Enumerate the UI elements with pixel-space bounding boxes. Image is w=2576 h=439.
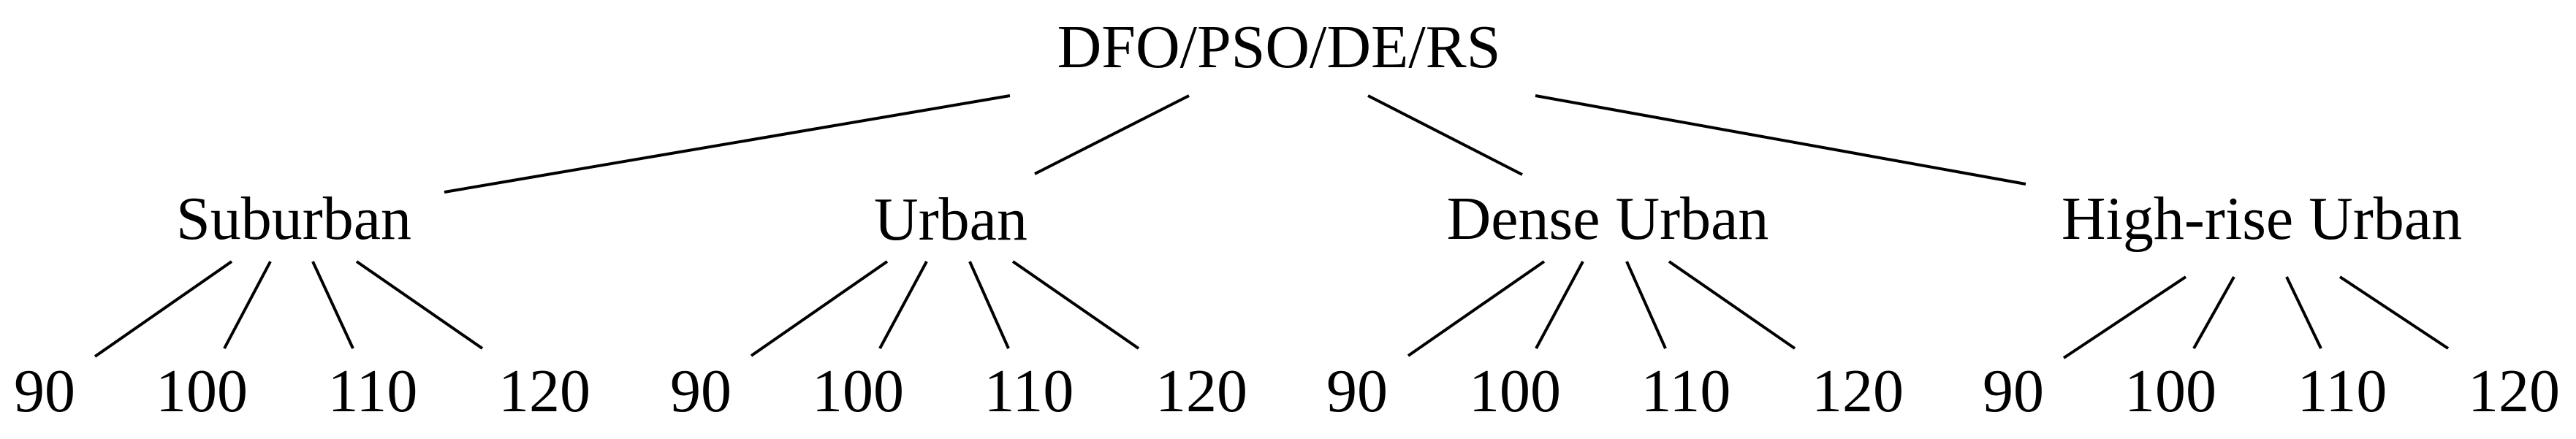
edge-high-rise-urban-to-90 (2062, 275, 2187, 359)
node-label-high-rise-urban: High-rise Urban (2062, 185, 2462, 253)
leaf-label-suburban-90: 90 (14, 357, 75, 425)
leaf-label-suburban-120: 120 (498, 357, 590, 425)
root-node-label: DFO/PSO/DE/RS (1057, 13, 1501, 81)
edge-root-to-urban (1034, 94, 1190, 175)
node-label-urban: Urban (874, 186, 1027, 253)
edge-dense-urban-to-90 (1407, 260, 1546, 357)
edge-dense-urban-to-110 (1625, 261, 1667, 349)
edge-urban-to-90 (750, 260, 889, 357)
edge-urban-to-100 (878, 261, 928, 349)
edge-root-to-suburban (444, 94, 1011, 194)
leaf-label-dense-urban-100: 100 (1469, 357, 1561, 425)
leaf-label-urban-100: 100 (812, 357, 904, 425)
edge-high-rise-urban-to-100 (2192, 276, 2235, 349)
node-label-suburban: Suburban (176, 185, 411, 253)
leaf-label-high-rise-urban-120: 120 (2468, 357, 2560, 425)
edge-urban-to-110 (968, 261, 1010, 349)
edge-urban-to-120 (1011, 260, 1140, 350)
leaf-label-suburban-100: 100 (156, 357, 248, 425)
edge-dense-urban-to-120 (1668, 260, 1796, 350)
edge-suburban-to-100 (223, 261, 272, 349)
leaf-label-high-rise-urban-110: 110 (2298, 357, 2387, 425)
leaf-label-urban-110: 110 (984, 357, 1074, 425)
tree-labels: DFO/PSO/DE/RS Suburban 90 100 110 120 Urban 90… (14, 13, 2560, 425)
edge-suburban-to-120 (355, 260, 484, 350)
leaf-label-dense-urban-90: 90 (1326, 357, 1388, 425)
edge-high-rise-urban-to-110 (2285, 276, 2322, 349)
edge-suburban-to-90 (94, 260, 233, 358)
leaf-label-dense-urban-110: 110 (1641, 357, 1731, 425)
leaf-label-high-rise-urban-100: 100 (2124, 357, 2216, 425)
node-label-dense-urban: Dense Urban (1447, 185, 1769, 253)
leaf-label-urban-120: 120 (1155, 357, 1247, 425)
edge-root-to-high-rise-urban (1535, 94, 2026, 186)
leaf-label-high-rise-urban-90: 90 (1983, 357, 2044, 425)
leaf-label-suburban-110: 110 (328, 357, 418, 425)
leaf-label-urban-90: 90 (670, 357, 732, 425)
edge-high-rise-urban-to-120 (2338, 275, 2450, 350)
leaf-label-dense-urban-120: 120 (1812, 357, 1904, 425)
edge-root-to-dense-urban (1367, 94, 1523, 176)
edge-dense-urban-to-100 (1535, 261, 1584, 349)
edge-suburban-to-110 (311, 261, 354, 349)
tree-edges (94, 94, 2450, 359)
